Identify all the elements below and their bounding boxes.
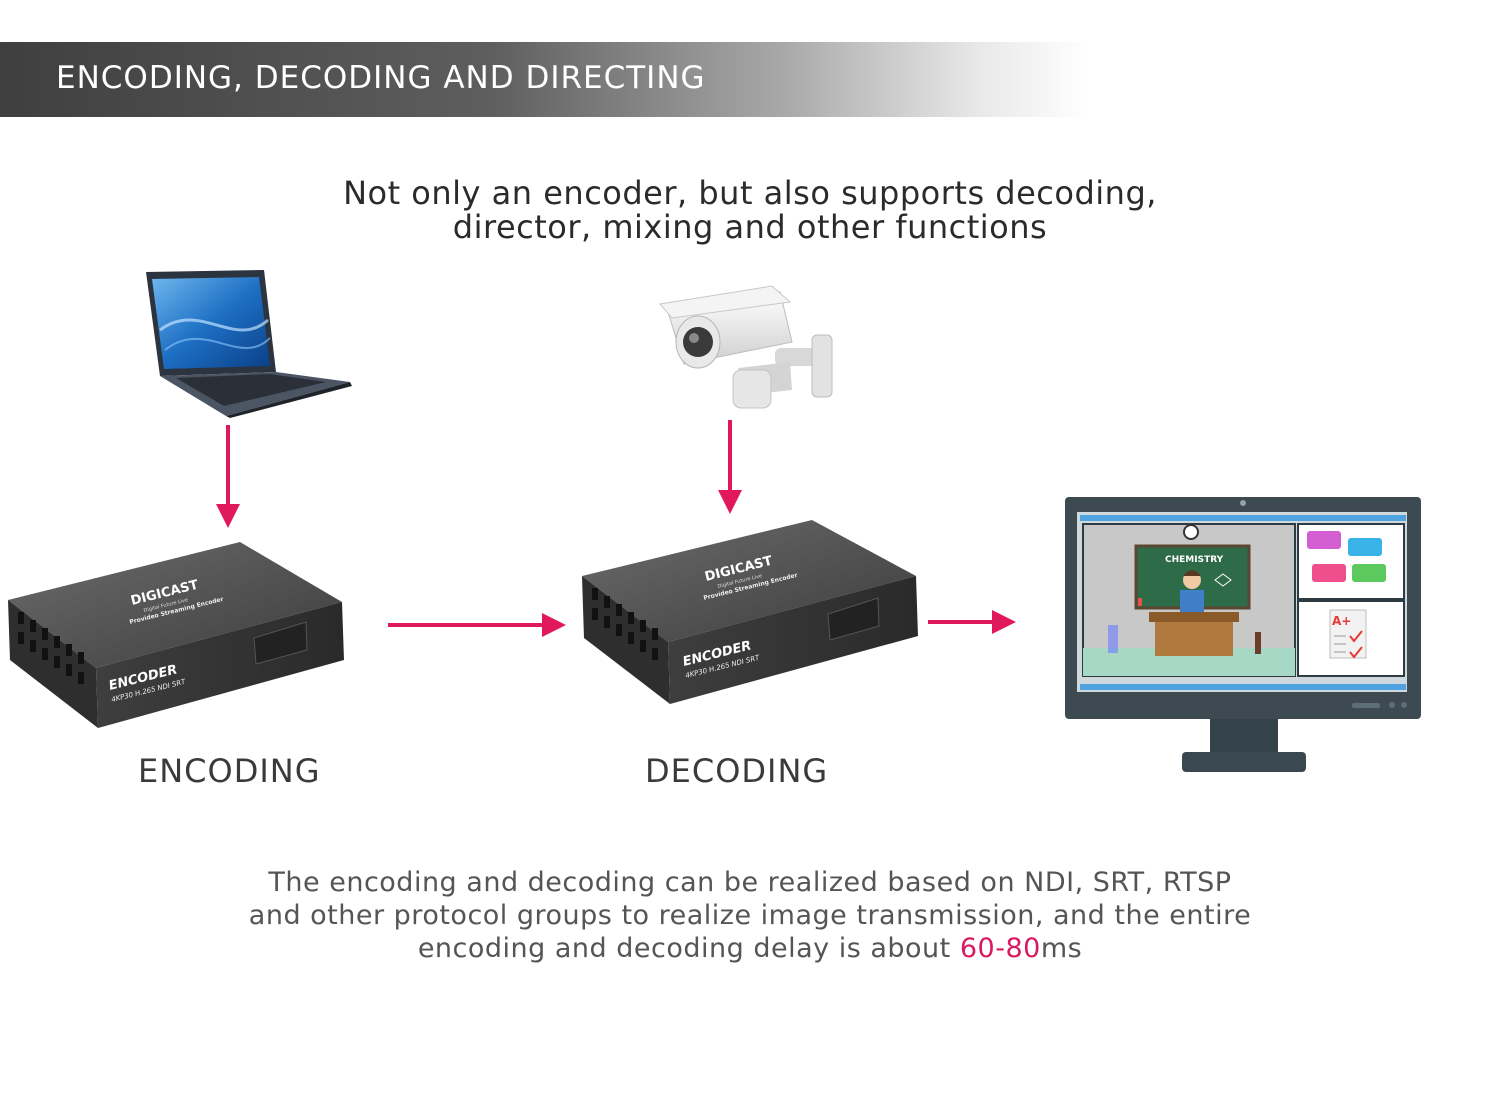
page-title: ENCODING, DECODING AND DIRECTING [56,60,706,96]
latency-highlight: 60-80 [959,933,1041,964]
arrow-decoder-to-monitor [928,610,1016,634]
monitor-icon: CHEMISTRY A+ [1065,497,1421,772]
subtitle: Not only an encoder, but also supports d… [250,176,1250,244]
arrow-encoder-to-decoder [388,613,566,637]
description-line-3-prefix: encoding and decoding delay is about [417,933,960,964]
screen-board-text: CHEMISTRY [1165,555,1224,565]
description: The encoding and decoding can be realize… [190,866,1310,965]
latency-unit: ms [1040,933,1083,964]
encoder-device-icon: DIGICAST Digital Future Live Provideo St… [8,542,344,728]
encoding-label: ENCODING [138,752,321,790]
arrow-laptop-to-encoder [216,425,240,528]
decoding-label: DECODING [645,752,829,790]
description-line-1: The encoding and decoding can be realize… [268,867,1232,898]
subtitle-line-1: Not only an encoder, but also supports d… [343,174,1157,212]
header-band [0,42,1090,117]
decoder-device-icon: DIGICAST Digital Future Live Provideo St… [582,520,918,704]
description-line-2: and other protocol groups to realize ima… [248,900,1252,931]
description-line-3: encoding and decoding delay is about 60-… [190,932,1310,965]
subtitle-line-2: director, mixing and other functions [452,208,1048,246]
camera-icon [659,285,833,409]
arrow-camera-to-decoder [718,420,742,514]
laptop-icon [146,270,352,418]
svg-text:A+: A+ [1332,614,1351,628]
